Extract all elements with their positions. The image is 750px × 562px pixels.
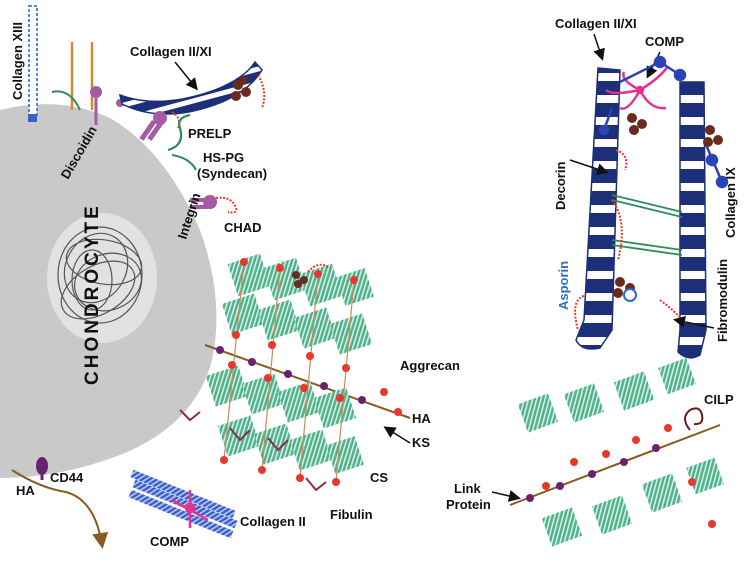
comp-pentamer-right bbox=[605, 65, 670, 110]
integrin-side bbox=[190, 195, 238, 214]
decorin-bridges bbox=[611, 194, 683, 256]
prelp-chain bbox=[257, 74, 266, 109]
link-protein-arrow bbox=[491, 490, 521, 502]
decorin-arrow bbox=[569, 159, 609, 175]
collagen-ii-bottom-label: Collagen II bbox=[240, 514, 306, 529]
link-protein-label-2: Protein bbox=[446, 497, 491, 512]
cd44-receptor bbox=[36, 457, 48, 480]
comp-cluster-right bbox=[613, 113, 723, 298]
ha-center-label: HA bbox=[412, 411, 431, 426]
prelp-label: PRELP bbox=[188, 126, 232, 141]
discoidin-receptor bbox=[51, 42, 124, 125]
hs-pg-label: HS-PG bbox=[203, 150, 244, 165]
asporin-plus-icon bbox=[623, 288, 637, 302]
collagen-ii-xi-right-arrow bbox=[593, 33, 605, 61]
comp-bottom-label: COMP bbox=[150, 534, 189, 549]
decorin-label: Decorin bbox=[553, 162, 568, 210]
collagen-xiii-label: Collagen XIII bbox=[10, 22, 25, 100]
collagen-fibril-right-1 bbox=[575, 67, 621, 350]
collagen-ix-label: Collagen IX bbox=[723, 167, 738, 238]
asporin-label: Asporin bbox=[556, 261, 571, 310]
aggrecan-aggregate bbox=[179, 253, 411, 492]
ha-left-label: HA bbox=[16, 483, 35, 498]
link-protein-label-1: Link bbox=[454, 481, 481, 496]
collagen-ii-bundle bbox=[128, 469, 238, 539]
collagen-ix-chains bbox=[598, 55, 729, 189]
chad-label: CHAD bbox=[224, 220, 262, 235]
collagen-ii-xi-fibril-left bbox=[118, 60, 263, 115]
aggrecan-label: Aggrecan bbox=[400, 358, 460, 373]
nucleus bbox=[47, 213, 157, 343]
cilp-label: CILP bbox=[704, 392, 734, 407]
integrin-top bbox=[139, 111, 181, 141]
comp-right-label: COMP bbox=[645, 34, 684, 49]
collagen-ii-xi-left-label: Collagen II/XI bbox=[130, 44, 212, 59]
fibromodulin-arrow bbox=[673, 315, 715, 329]
cs-label: CS bbox=[370, 470, 388, 485]
hs-pg-syndecan bbox=[167, 113, 191, 152]
chromatin-tangle bbox=[57, 226, 143, 324]
ks-arrow bbox=[383, 426, 411, 444]
syndecan-label: (Syndecan) bbox=[197, 166, 267, 181]
aggrecan-aggregate-right bbox=[509, 357, 724, 547]
fibulin-label: Fibulin bbox=[330, 507, 373, 522]
cd44-label: CD44 bbox=[50, 470, 84, 485]
ks-label: KS bbox=[412, 435, 430, 450]
comp-cluster-left bbox=[231, 76, 251, 101]
chondrocyte-label: CHONDROCYTE bbox=[82, 203, 103, 385]
collagen-ii-xi-right-label: Collagen II/XI bbox=[555, 16, 637, 31]
collagen-fibril-right-2 bbox=[677, 81, 707, 359]
decorin-red-chains bbox=[574, 149, 685, 331]
ha-strand-left bbox=[11, 469, 109, 549]
fibromodulin-label: Fibromodulin bbox=[715, 259, 730, 342]
collagen-xiii bbox=[28, 5, 38, 122]
hs-pg-syndecan-2 bbox=[171, 154, 197, 171]
comp-bottom-shape bbox=[171, 490, 209, 528]
collagen-ii-xi-left-arrow bbox=[174, 61, 198, 91]
